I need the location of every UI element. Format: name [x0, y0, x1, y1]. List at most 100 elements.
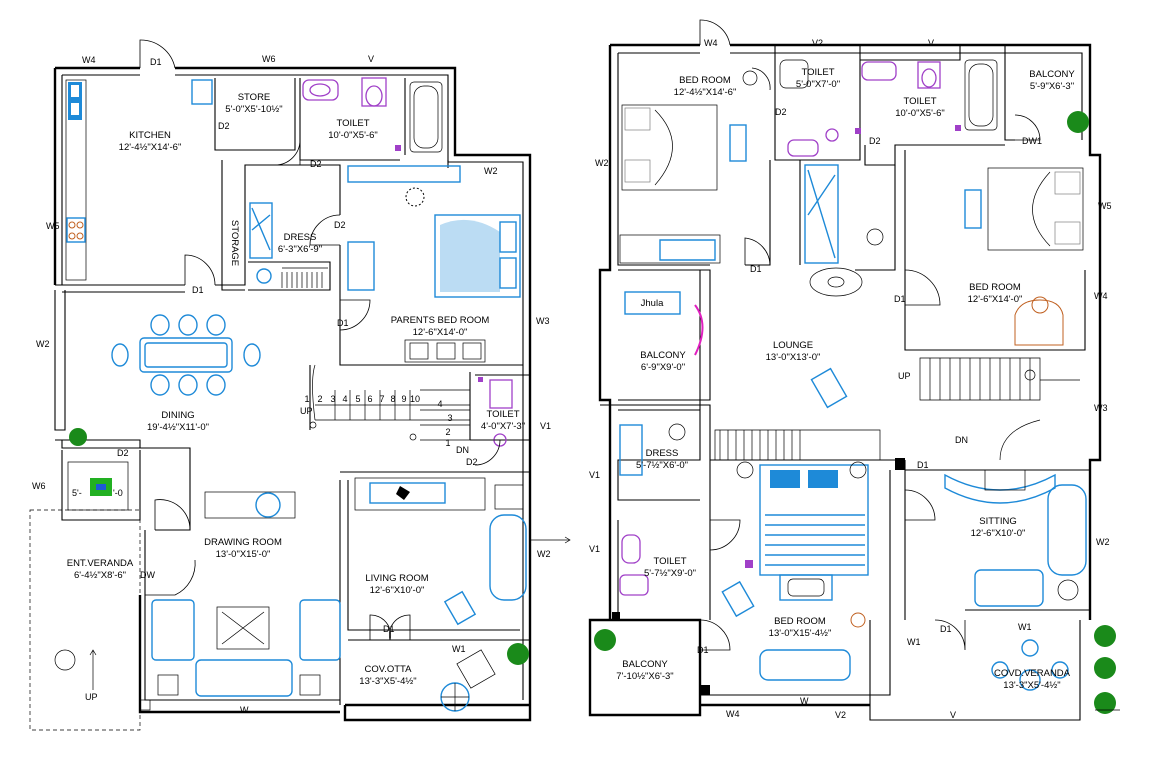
stair-number: 1 — [304, 394, 309, 404]
door-tag: D2 — [218, 121, 230, 131]
window-tag: W — [800, 696, 809, 706]
door-tag: D1 — [192, 285, 204, 295]
window-tag: W4 — [1094, 291, 1108, 301]
door-window-tag: DW1 — [1022, 136, 1042, 146]
stair-number: 3 — [447, 413, 452, 423]
room-name: LOUNGE — [773, 340, 813, 351]
window-tag: W2 — [595, 158, 609, 168]
window-tag: W2 — [484, 166, 498, 176]
door-tag: D2 — [310, 159, 322, 169]
room-size: 4'-0"X7'-3" — [481, 421, 525, 432]
window-tag: W1 — [907, 637, 921, 647]
room-name: BALCONY — [640, 350, 686, 361]
stair-number: 6 — [367, 394, 372, 404]
stair-number: 10 — [410, 394, 420, 404]
room-name: BED ROOM — [679, 75, 731, 86]
window-tag: W3 — [1094, 403, 1108, 413]
right-plan-labels: BED ROOM 12'-4½"X14'-6" TOILET 5'-0"X7'-… — [589, 38, 1112, 720]
room-size: 12'-6"X10'-0" — [370, 585, 425, 596]
window-tag: W4 — [726, 709, 740, 719]
door-tag: D1 — [150, 57, 162, 67]
stair-number: 1 — [445, 438, 450, 448]
door-tag: D1 — [383, 624, 395, 634]
stair-number: 2 — [445, 427, 450, 437]
window-tag: W1 — [1018, 622, 1032, 632]
room-name: DINING — [161, 410, 194, 421]
room-name: SITTING — [979, 516, 1016, 527]
stair-number: 5 — [355, 394, 360, 404]
window-tag: W2 — [1096, 537, 1110, 547]
room-name: DRESS — [284, 232, 317, 243]
right-plan — [588, 43, 1120, 721]
room-name: COV.OTTA — [365, 664, 413, 675]
stair-number: 3 — [330, 394, 335, 404]
door-tag: D1 — [917, 460, 929, 470]
door-tag: D1 — [697, 645, 709, 655]
left-plan — [29, 66, 571, 731]
window-tag: W2 — [537, 549, 551, 559]
door-tag: D2 — [117, 448, 129, 458]
room-size: 13'-3"X5'-4½" — [1003, 680, 1060, 691]
up-label: UP — [85, 692, 98, 702]
room-name: ENT.VERANDA — [67, 558, 134, 569]
room-size: 12'-6"X10'-0" — [971, 528, 1026, 539]
room-name: BALCONY — [1029, 69, 1075, 80]
room-size: 12'-6"X14'-0" — [413, 327, 468, 338]
room-name: TOILET — [653, 556, 686, 567]
up-label: UP — [898, 371, 911, 381]
room-size: 7'-10½"X6'-3" — [616, 671, 673, 682]
room-size: 5'-7½"X6'-0" — [636, 460, 688, 471]
left-plan-labels: KITCHEN 12'-4½"X14'-6" STORE 5'-0"X5'-10… — [32, 54, 551, 715]
small-box-size: 5'- — [72, 488, 82, 498]
down-label: DN — [456, 445, 469, 455]
door-tag: D1 — [940, 624, 952, 634]
room-name: TOILET — [486, 409, 519, 420]
room-name: TOILET — [801, 67, 834, 78]
stair-number: 4 — [437, 399, 442, 409]
room-size: 13'-0"X15'-0" — [216, 549, 271, 560]
room-size: 5'-0"X7'-0" — [796, 79, 840, 90]
room-size: 19'-4½"X11'-0" — [147, 422, 209, 433]
room-name: DRESS — [646, 448, 679, 459]
room-name: DRAWING ROOM — [204, 537, 282, 548]
window-tag: W5 — [46, 221, 60, 231]
room-name: TOILET — [336, 118, 369, 129]
ventilator-tag: V1 — [589, 470, 600, 480]
door-tag: D2 — [775, 107, 787, 117]
door-swings — [139, 19, 1041, 651]
ventilator-tag: V2 — [812, 38, 823, 48]
room-size: 6'-9"X9'-0" — [641, 362, 685, 373]
stair-number: 8 — [390, 394, 395, 404]
room-name: LIVING ROOM — [365, 573, 428, 584]
room-name: COVD.VERANDA — [994, 668, 1071, 679]
room-size: 12'-4½"X14'-6" — [674, 87, 737, 98]
window-tag: W1 — [452, 644, 466, 654]
room-size: 5'-7½"X9'-0" — [644, 568, 696, 579]
up-label: UP — [300, 406, 313, 416]
window-tag: W4 — [82, 55, 96, 65]
room-size: 10'-0"X5'-6" — [328, 130, 377, 141]
ventilator-tag: V1 — [540, 421, 551, 431]
room-name: TOILET — [903, 96, 936, 107]
door-tag: D2 — [869, 136, 881, 146]
room-name: PARENTS BED ROOM — [391, 315, 490, 326]
room-size: 6'-3"X6'-9" — [278, 244, 322, 255]
room-size: 10'-0"X5'-6" — [895, 108, 944, 119]
door-tag: D1 — [894, 294, 906, 304]
room-size: 12'-6"X14'-0" — [968, 294, 1023, 305]
window-tag: W5 — [1098, 201, 1112, 211]
small-box-size-tail: '-0 — [113, 488, 123, 498]
room-size: 5'-0"X5'-10½" — [225, 104, 282, 115]
room-name: BALCONY — [622, 659, 668, 670]
jhula-label: Jhula — [641, 298, 664, 309]
window-tag: W2 — [36, 339, 50, 349]
stair-number: 7 — [379, 394, 384, 404]
room-size: 6'-4½"X8'-6" — [74, 570, 126, 581]
room-name: STORAGE — [229, 220, 240, 266]
room-size: 5'-9"X6'-3" — [1030, 81, 1074, 92]
stair-number: 9 — [401, 394, 406, 404]
room-name: KITCHEN — [129, 130, 171, 141]
room-name: STORE — [238, 92, 271, 103]
ventilator-tag: V — [950, 710, 956, 720]
room-size: 13'-0"X15'-4½" — [769, 628, 832, 639]
